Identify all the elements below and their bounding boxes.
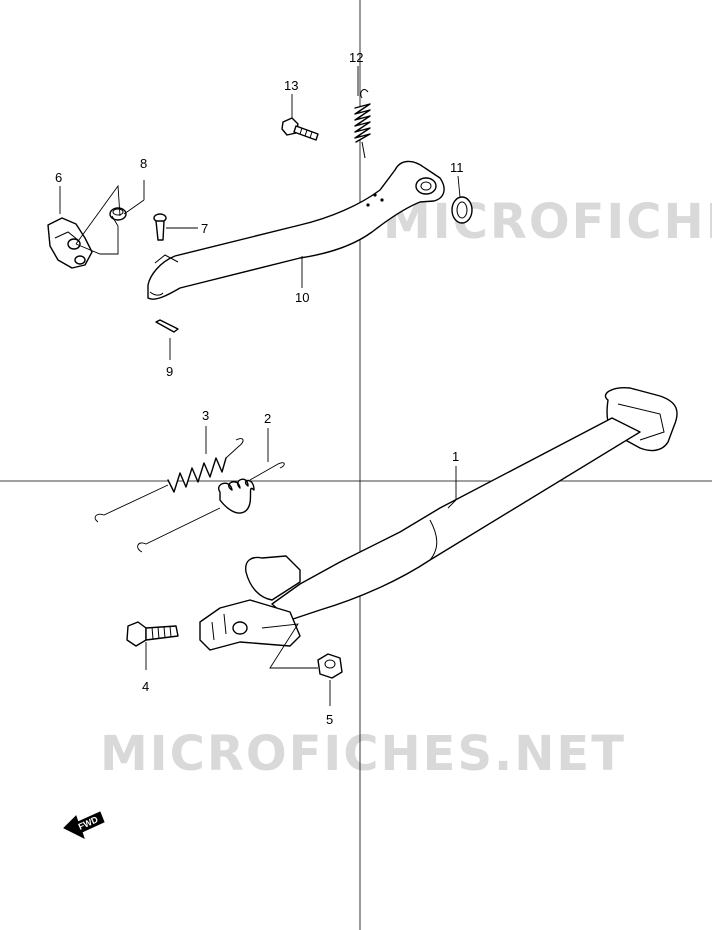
callout-12: 12 [349, 50, 363, 65]
callout-2: 2 [264, 411, 271, 426]
fwd-arrow-icon: FWD [63, 811, 105, 839]
part-3-spring[interactable] [94, 438, 244, 523]
leader-lines [59, 66, 461, 706]
part-9-cotter-pin[interactable] [155, 319, 179, 333]
callout-8: 8 [140, 156, 147, 171]
callout-4: 4 [142, 679, 149, 694]
part-13-bolt[interactable] [281, 117, 319, 141]
part-11-seal[interactable] [451, 196, 473, 224]
part-5-nut[interactable] [317, 653, 343, 679]
callout-6: 6 [55, 170, 62, 185]
part-2-spring[interactable] [137, 462, 285, 553]
callout-5: 5 [326, 712, 333, 727]
callout-13: 13 [284, 78, 298, 93]
watermark-bottom: MICROFICHES.NET [100, 726, 626, 782]
callout-7: 7 [201, 221, 208, 236]
callout-10: 10 [295, 290, 309, 305]
callout-11: 11 [450, 160, 464, 175]
callout-3: 3 [202, 408, 209, 423]
part-6-switch[interactable] [47, 217, 93, 269]
part-10-brake-pedal[interactable] [147, 160, 445, 300]
callout-9: 9 [166, 364, 173, 379]
watermark-top: MICROFICHES.NET [383, 194, 712, 250]
callout-1: 1 [452, 449, 459, 464]
part-1-side-stand[interactable] [199, 386, 678, 651]
part-12-spring[interactable] [354, 89, 371, 159]
part-7-pin[interactable] [153, 213, 167, 241]
part-4-bolt[interactable] [126, 621, 179, 647]
part-8-collar[interactable] [109, 207, 127, 221]
